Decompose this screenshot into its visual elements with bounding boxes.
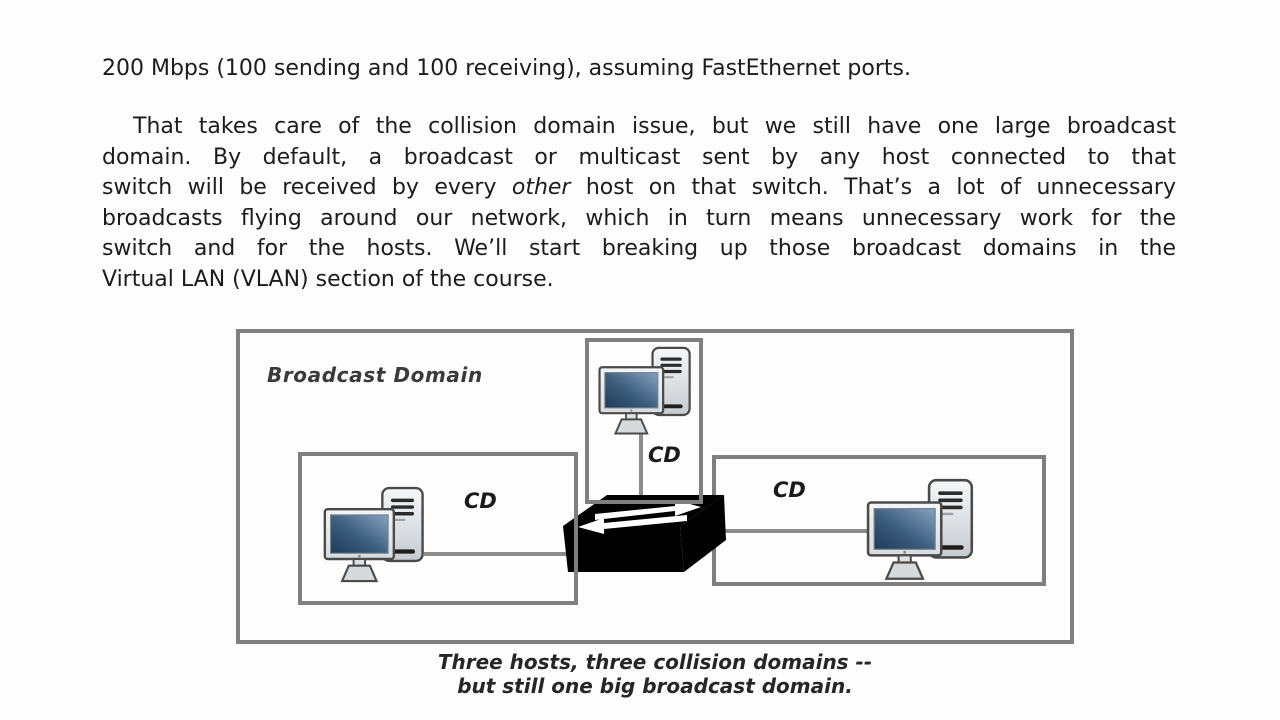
- collision-domain-box-top: [585, 338, 703, 504]
- collision-domain-box-left: [298, 452, 578, 605]
- link-top-host-to-switch: [639, 424, 643, 504]
- paragraph-line: domain. By default, a broadcast or multi…: [102, 144, 1176, 170]
- switch-arrow-left: [578, 515, 687, 534]
- body-paragraph: That takes care of the collision domain …: [102, 112, 1176, 296]
- diagram-caption-line2: but still one big broadcast domain.: [457, 673, 853, 698]
- paragraph-line: Virtual LAN (VLAN) section of the course…: [102, 266, 554, 292]
- diagram-caption: Three hosts, three collision domains -- …: [236, 650, 1074, 698]
- diagram-caption-line1: Three hosts, three collision domains --: [437, 650, 873, 674]
- paragraph-line: switch and for the hosts. We’ll start br…: [102, 236, 1176, 262]
- cd-label-left: CD: [464, 489, 497, 513]
- cd-label-right: CD: [773, 478, 806, 502]
- italic-word: other: [511, 175, 571, 201]
- paragraph-line: That takes care of the collision domain …: [133, 114, 1176, 139]
- desktop-pc-icon: [866, 478, 974, 581]
- intro-text: 200 Mbps (100 sending and 100 receiving)…: [102, 56, 911, 81]
- broadcast-domain-label: Broadcast Domain: [267, 363, 483, 387]
- link-right-host-to-switch: [698, 529, 886, 533]
- paragraph-line: broadcasts flying around our network, wh…: [102, 205, 1176, 231]
- paragraph-line: switch will be received by every other h…: [102, 175, 1176, 201]
- switch-arrow-right: [595, 500, 701, 520]
- cd-label-top: CD: [648, 443, 681, 467]
- broadcast-domain-box: [236, 329, 1074, 644]
- link-left-host-to-switch: [424, 552, 596, 556]
